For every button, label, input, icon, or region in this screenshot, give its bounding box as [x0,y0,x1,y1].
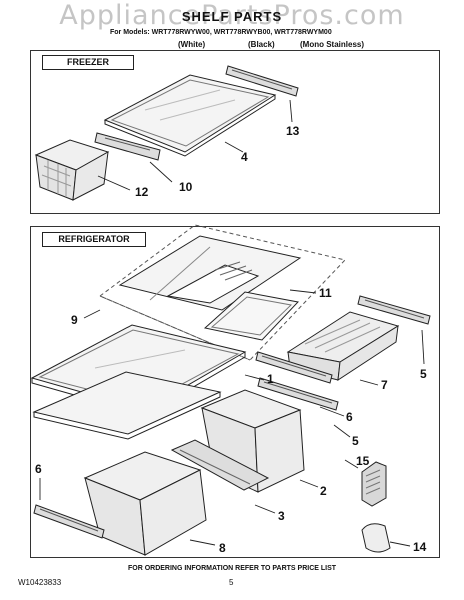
callout-15: 15 [356,454,370,468]
callout-10: 10 [179,180,193,194]
crisper-drawer-left [83,451,207,556]
watermark: AppliancePartsPros.com [59,0,405,31]
filter-cover [361,523,391,553]
crisper-rail-lower [257,377,339,411]
air-filter [361,461,387,507]
deli-rail-right [357,295,431,325]
page-number: 5 [229,578,234,587]
callout-6-left: 6 [35,462,42,476]
deli-drawer [286,311,400,382]
document-number: W10423833 [18,578,62,587]
callout-4: 4 [241,150,248,164]
callout-14: 14 [413,540,427,554]
freezer-glass-shelf [103,74,277,157]
callout-8: 8 [219,541,226,555]
finish-black: (Black) [248,40,275,49]
crisper-rail-left [33,504,105,539]
refrigerator-split-shelf [118,235,302,311]
freezer-section [30,50,440,214]
callout-13: 13 [286,124,300,138]
callout-7: 7 [381,378,388,392]
finish-mono: (Mono Stainless) [300,40,365,49]
callout-12: 12 [135,185,149,199]
callout-5-lower: 5 [352,434,359,448]
callout-6-right: 6 [346,410,353,424]
crisper-drawer-right [200,389,305,493]
refrigerator-section [30,226,440,558]
callout-3: 3 [278,509,285,523]
freezer-label: FREEZER [42,55,134,70]
callout-9: 9 [71,313,78,327]
callout-11: 11 [319,286,332,300]
page-title: SHELF PARTS [181,9,283,24]
crisper-cover [170,439,270,491]
freezer-shelf-support [94,132,161,161]
crisper-rail-upper [255,351,333,384]
refrigerator-lower-shelf [32,371,222,440]
callout-2: 2 [320,484,327,498]
ordering-note: FOR ORDERING INFORMATION REFER TO PARTS … [127,565,337,572]
model-list: For Models: WRT778RWYW00, WRT778RWYB00, … [110,29,332,36]
finish-white: (White) [178,40,206,49]
refrigerator-label: REFRIGERATOR [42,232,146,247]
half-glass-shelf [203,291,299,341]
freezer-shelf-rail [225,65,299,97]
callout-1: 1 [267,372,274,386]
freezer-basket [34,139,110,201]
callout-5-upper: 5 [420,367,427,381]
